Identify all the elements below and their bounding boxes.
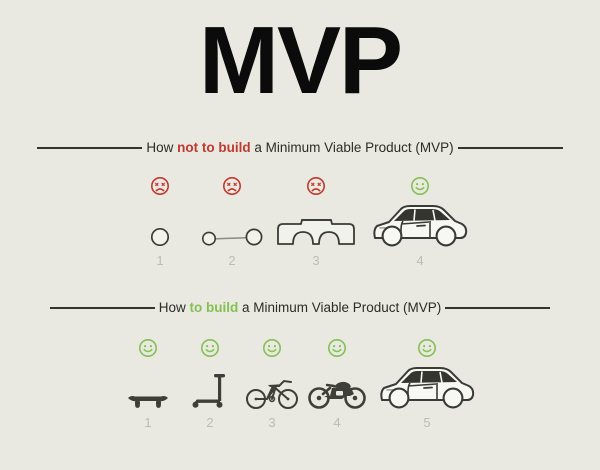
divider-line-left (37, 146, 143, 149)
step-number: 4 (333, 415, 341, 430)
sad-face-icon (306, 176, 326, 196)
step-item: 1 (124, 176, 196, 268)
step-item: 2 (196, 176, 268, 268)
happy-face-icon (138, 338, 158, 358)
step-item: 2 (179, 338, 241, 430)
step-number: 2 (228, 253, 236, 268)
happy-face-icon (417, 338, 437, 358)
step-item: 3 (268, 176, 364, 268)
header-prefix: How (146, 140, 178, 155)
sad-face-icon (150, 176, 170, 196)
step-number: 5 (423, 415, 431, 430)
divider-line-right (457, 146, 563, 149)
step-item: 4 (303, 338, 371, 430)
happy-face-icon (410, 176, 430, 196)
car-chassis-icon (275, 202, 357, 248)
step-item: 3 (241, 338, 303, 430)
step-item: 1 (117, 338, 179, 430)
step-number: 1 (144, 415, 152, 430)
kick-scooter-icon (188, 364, 232, 410)
divider-line-right (445, 306, 551, 309)
header-prefix: How (158, 300, 190, 315)
header-suffix: a Minimum Viable Product (MVP) (238, 300, 442, 315)
wheel-icon (149, 202, 171, 248)
section-header-not-to-build: How not to build a Minimum Viable Produc… (0, 140, 600, 155)
car-icon (370, 202, 470, 248)
section-header-text: How not to build a Minimum Viable Produc… (146, 140, 453, 155)
steps-row-to-build: 1 (0, 338, 600, 430)
step-number: 1 (156, 253, 164, 268)
step-number: 4 (416, 253, 424, 268)
car-icon (377, 364, 477, 410)
step-item: 5 (371, 338, 483, 430)
step-item: 4 (364, 176, 476, 268)
axle-wheels-icon (201, 202, 263, 248)
steps-row-not-to-build: 1 2 (0, 176, 600, 268)
section-header-to-build: How to build a Minimum Viable Product (M… (0, 300, 600, 315)
divider-line-left (49, 306, 155, 309)
happy-face-icon (262, 338, 282, 358)
header-accent-to-build: to build (189, 300, 239, 315)
header-suffix: a Minimum Viable Product (MVP) (250, 140, 454, 155)
happy-face-icon (200, 338, 220, 358)
step-number: 3 (268, 415, 276, 430)
section-header-text: How to build a Minimum Viable Product (M… (159, 300, 442, 315)
bicycle-icon (246, 364, 298, 410)
header-accent-not-to-build: not to build (177, 140, 251, 155)
page-title: MVP (198, 7, 403, 114)
step-number: 2 (206, 415, 214, 430)
sad-face-icon (222, 176, 242, 196)
motorcycle-icon (308, 364, 366, 410)
step-number: 3 (312, 253, 320, 268)
skateboard-icon (126, 364, 170, 410)
happy-face-icon (327, 338, 347, 358)
